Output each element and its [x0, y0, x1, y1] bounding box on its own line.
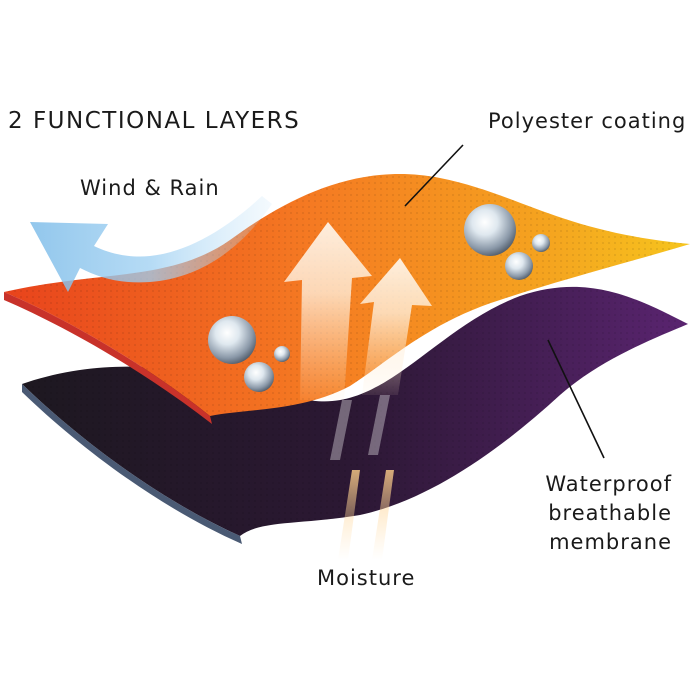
vapor-arrows	[284, 222, 432, 400]
water-droplet	[464, 204, 516, 256]
membrane-label-line: membrane	[549, 530, 672, 554]
diagram-title: 2 FUNCTIONAL LAYERS	[8, 108, 301, 134]
membrane-label-line: Waterproof	[545, 472, 672, 496]
membrane-layer	[22, 286, 688, 544]
water-droplet	[244, 362, 274, 392]
wind-rain-label: Wind & Rain	[80, 176, 220, 200]
water-droplets	[208, 204, 550, 392]
moisture-label: Moisture	[317, 566, 416, 590]
water-droplet	[532, 234, 550, 252]
membrane-label-line: breathable	[548, 501, 672, 525]
wind-arrow	[30, 196, 272, 292]
coating-leader-line	[404, 144, 464, 207]
water-droplet	[208, 316, 256, 364]
coating-label: Polyester coating	[488, 109, 687, 133]
membrane-leader-line	[547, 339, 605, 459]
moisture-streams	[330, 395, 394, 560]
water-droplet	[274, 346, 290, 362]
water-droplet	[505, 252, 533, 280]
membrane-label: Waterproof breathable membrane	[512, 470, 672, 557]
